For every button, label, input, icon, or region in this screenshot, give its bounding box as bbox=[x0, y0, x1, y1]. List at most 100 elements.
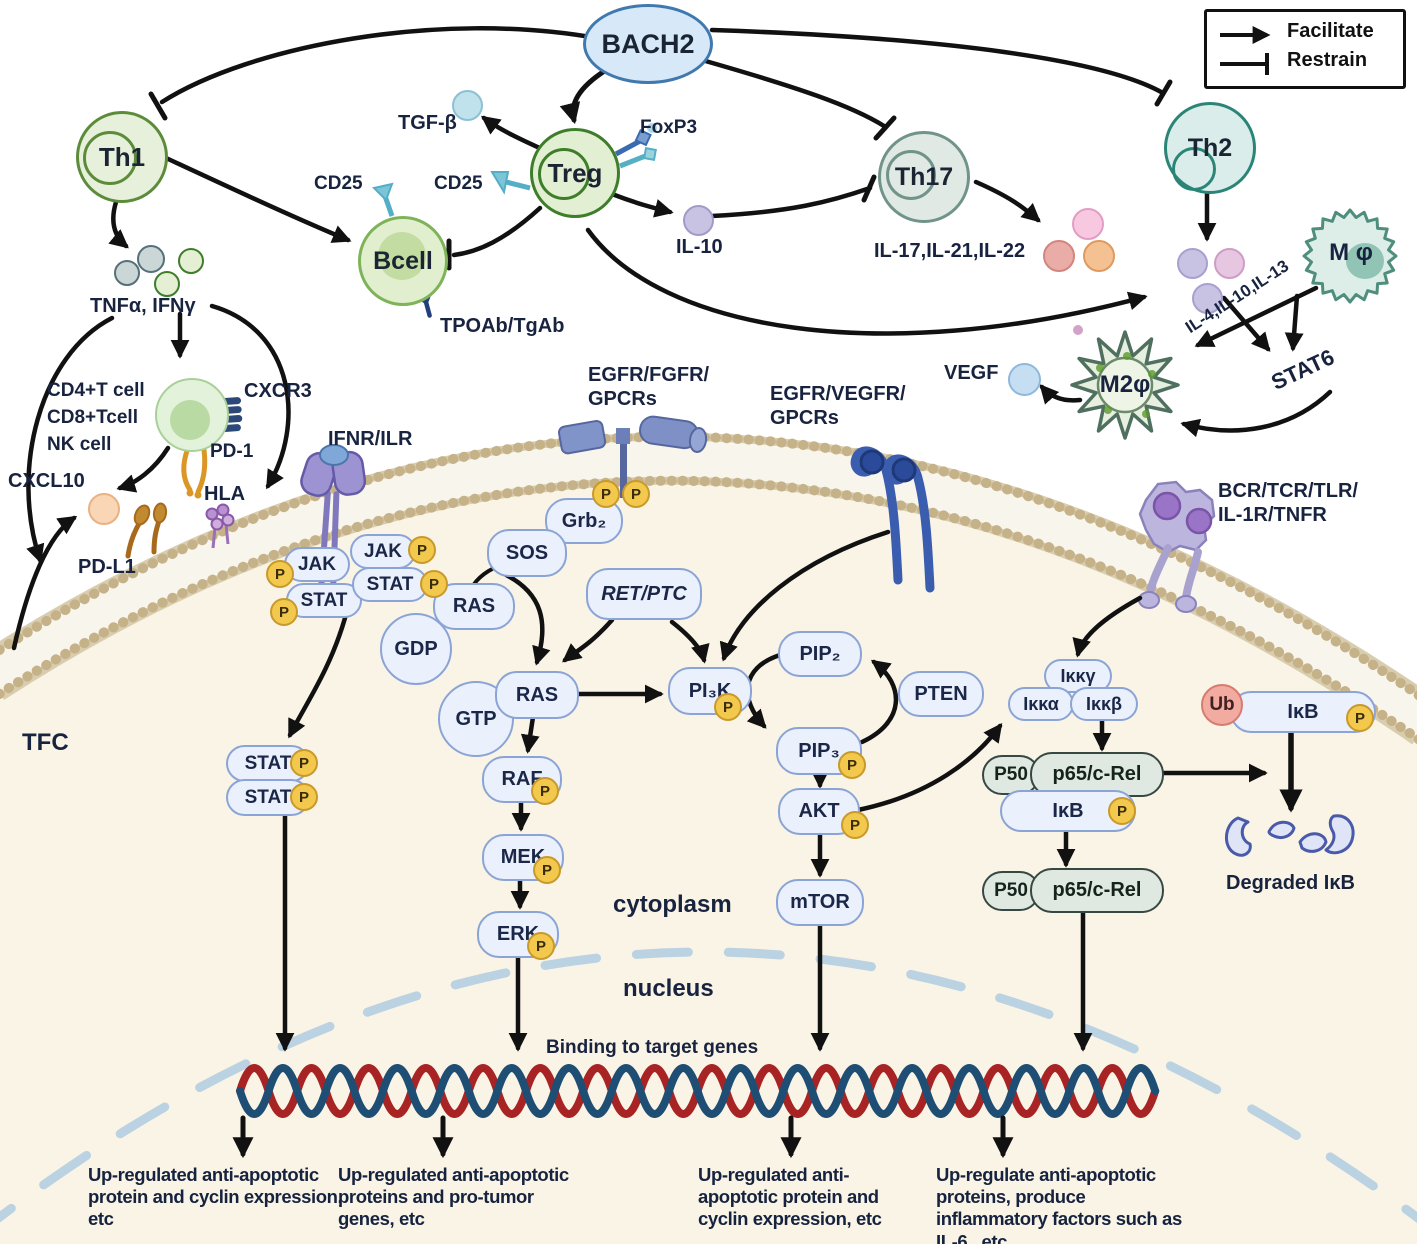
phospho-badge: P bbox=[527, 932, 555, 960]
phospho-badge: P bbox=[290, 783, 318, 811]
degraded-ikb-fragments bbox=[1225, 814, 1355, 857]
treg-label: Treg bbox=[547, 157, 603, 188]
phospho-badge: P bbox=[1108, 797, 1136, 825]
foxp3-label: FoxP3 bbox=[640, 117, 698, 138]
binding-genes-label: Binding to target genes bbox=[546, 1037, 759, 1058]
bcr-label-2: IL-1R/TNFR bbox=[1218, 504, 1327, 526]
legend-box: Facilitate Restrain bbox=[1204, 9, 1406, 89]
cd25-bcell-icon bbox=[372, 182, 395, 217]
phospho-badge: P bbox=[592, 480, 620, 508]
legend-icons bbox=[1220, 26, 1271, 75]
ikk-gamma-node: Iκκγ bbox=[1044, 659, 1112, 693]
bcell-cell: Bcell bbox=[358, 216, 448, 306]
pd1-icon bbox=[181, 445, 208, 499]
th1-label: Th1 bbox=[98, 141, 146, 172]
macrophage-nucleus bbox=[1346, 243, 1384, 279]
tgf-beta-label: TGF-β bbox=[398, 112, 457, 134]
gdp-node: GDP bbox=[380, 613, 452, 685]
cd4-label: CD4+T cell bbox=[47, 380, 145, 401]
pd1-label: PD-1 bbox=[210, 441, 254, 462]
phospho-badge: P bbox=[266, 560, 294, 588]
phospho-badge: P bbox=[622, 480, 650, 508]
phospho-badge: P bbox=[533, 856, 561, 884]
pdl1-label: PD-L1 bbox=[78, 556, 136, 578]
tpoab-label: TPOAb/TgAb bbox=[440, 315, 565, 337]
pi3k-node: PI₃K bbox=[668, 667, 752, 715]
outcome-text-1: Up-regulated anti-apoptotic protein and … bbox=[88, 1164, 343, 1230]
jak-node: JAK bbox=[284, 547, 350, 582]
ifnr-label: IFNR/ILR bbox=[328, 428, 413, 450]
ras-node: RAS bbox=[433, 583, 515, 630]
th1-inner-circle bbox=[83, 131, 137, 185]
stat-node: STAT bbox=[352, 567, 428, 602]
vegf-label: VEGF bbox=[944, 362, 999, 384]
ret-ptc-node: RET/PTC bbox=[586, 568, 702, 620]
cd25-treg-icon bbox=[490, 171, 531, 195]
outcome-text-3: Up-regulated anti-apoptotic protein and … bbox=[698, 1164, 882, 1230]
nucleus-label: nucleus bbox=[623, 975, 714, 1002]
m2-macrophage-label: M2φ bbox=[1099, 371, 1151, 398]
il10-label: IL-10 bbox=[676, 236, 723, 258]
il4-dot-pink bbox=[1214, 248, 1245, 279]
egfr-vegfr-label-2: GPCRs bbox=[770, 407, 839, 429]
th2-inner-circle bbox=[1172, 147, 1216, 191]
outcome-text-4: Up-regulate anti-apoptotic proteins, pro… bbox=[936, 1164, 1182, 1244]
nk-label: NK cell bbox=[47, 434, 112, 455]
phospho-badge: P bbox=[714, 693, 742, 721]
cytokine-dot bbox=[114, 260, 140, 286]
phospho-badge: P bbox=[290, 749, 318, 777]
th2-cell: Th2 bbox=[1164, 102, 1256, 194]
phospho-badge: P bbox=[531, 777, 559, 805]
sos-node: SOS bbox=[487, 529, 567, 577]
th17-inner-circle bbox=[886, 150, 936, 200]
cxcl10-label: CXCL10 bbox=[8, 470, 85, 492]
m2-granules bbox=[1096, 352, 1156, 418]
outcome-text-2: Up-regulated anti-apoptotic proteins and… bbox=[338, 1164, 569, 1230]
egfr-vegfr-label-1: EGFR/VEGFR/ bbox=[770, 383, 906, 405]
legend-facilitate-label: Facilitate bbox=[1287, 20, 1374, 42]
legend-restrain-label: Restrain bbox=[1287, 49, 1368, 71]
cytokine-dot bbox=[154, 271, 180, 297]
jak-node: JAK bbox=[350, 534, 416, 569]
pink-dot bbox=[1073, 325, 1083, 335]
cytokine-dot bbox=[178, 248, 204, 274]
foxp3-icon bbox=[614, 123, 657, 169]
tcell-inner bbox=[170, 400, 210, 440]
cell-interior bbox=[0, 458, 1417, 1244]
hla-label: HLA bbox=[204, 483, 246, 505]
bcr-tcr-receptor-icon bbox=[1138, 480, 1216, 613]
bcr-label-1: BCR/TCR/TLR/ bbox=[1218, 480, 1358, 502]
phospho-badge: P bbox=[838, 751, 866, 779]
treg-cell: Treg bbox=[530, 128, 620, 218]
phospho-badge: P bbox=[1346, 704, 1374, 732]
macrophage-label: M φ bbox=[1329, 239, 1373, 266]
tcell-effector-cell bbox=[155, 378, 229, 452]
il17-label: IL-17,IL-21,IL-22 bbox=[874, 240, 1026, 262]
egfr-fgfr-receptor-icon bbox=[557, 415, 708, 498]
cytoplasm-label: cytoplasm bbox=[613, 891, 732, 918]
ikk-beta-node: Iκκβ bbox=[1070, 687, 1138, 721]
tfc-label: TFC bbox=[22, 729, 69, 756]
il10-dot bbox=[683, 205, 714, 236]
ras-node: RAS bbox=[495, 671, 579, 719]
degraded-ikb-label: Degraded IκB bbox=[1226, 872, 1355, 894]
th17-label: Th17 bbox=[894, 162, 954, 191]
ub-node: Ub bbox=[1201, 684, 1243, 726]
membrane-beads-inner bbox=[0, 475, 1417, 745]
cd25-bcell-label: CD25 bbox=[314, 173, 363, 194]
vegf-dot bbox=[1008, 363, 1041, 396]
treg-inner-circle bbox=[538, 148, 590, 200]
cd8-label: CD8+Tcell bbox=[47, 407, 138, 428]
hla-icon bbox=[205, 503, 235, 549]
cxcr3-label: CXCR3 bbox=[244, 380, 312, 402]
egfr-fgfr-label-1: EGFR/FGFR/ bbox=[588, 364, 710, 386]
il4-dot-purple bbox=[1177, 248, 1208, 279]
mtor-node: mTOR bbox=[776, 879, 864, 926]
th2-label: Th2 bbox=[1187, 133, 1233, 162]
ikk-alpha-node: Iκκα bbox=[1008, 687, 1074, 721]
phospho-badge: P bbox=[420, 570, 448, 598]
pdl1-icon bbox=[125, 502, 168, 559]
il4-dot-purple2 bbox=[1192, 283, 1223, 314]
